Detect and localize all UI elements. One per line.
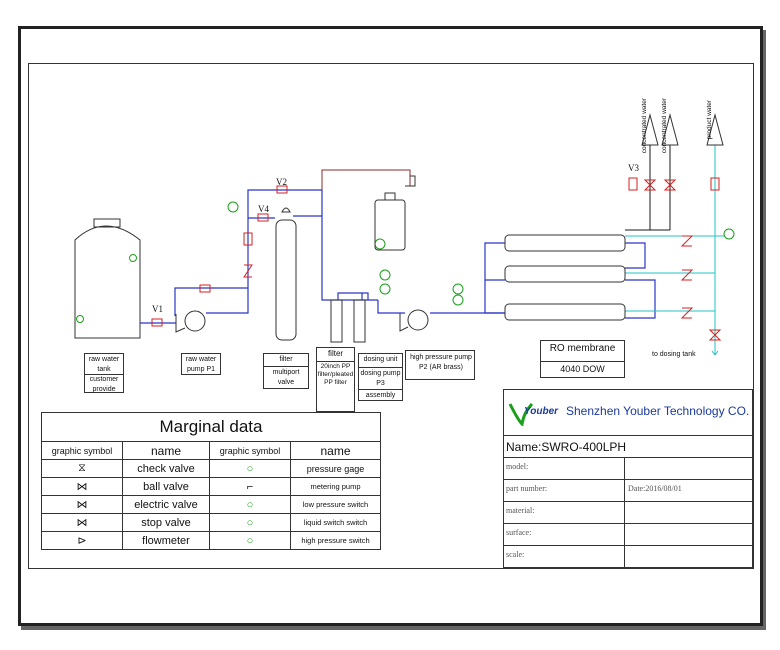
pump-p1-label: raw water pump P1: [185, 356, 217, 373]
ro-model: 4040 DOW: [560, 364, 605, 374]
dosing-assembly: assembly: [365, 392, 396, 399]
to-dosing-label: to dosing tank: [652, 351, 696, 358]
scale-field: scale:: [504, 545, 752, 568]
valve-label-v3: V3: [628, 163, 639, 173]
surface-field: surface:: [504, 523, 752, 545]
pressure-gauges: [227, 201, 735, 306]
md-header-4: name: [290, 441, 381, 460]
outlet-label-1: concentrated water: [641, 98, 648, 154]
to-dosing-arrow: [711, 350, 719, 356]
outlet-label-3: product water: [706, 100, 713, 140]
outlet-arrows: [641, 113, 724, 146]
high-pressure-switch-symbol: ○: [209, 531, 291, 550]
marginal-title: Marginal data: [41, 412, 381, 441]
drawing-name: Name:SWRO-400LPH: [504, 435, 752, 457]
md-row-name: high pressure switch: [290, 531, 381, 550]
filter1-label-box: filter multiport valve: [263, 353, 309, 389]
dosing-tank: [374, 175, 416, 251]
date-field: Date:2016/08/01: [628, 484, 682, 493]
filter1-sub: multiport valve: [272, 369, 300, 386]
valves: [151, 177, 722, 341]
model-field: model:: [504, 457, 752, 479]
md-header-1: graphic symbol: [41, 441, 123, 460]
marginal-data-table: Marginal data graphic symbol name graphi…: [41, 412, 381, 550]
ro-membranes: [504, 234, 626, 321]
filter2-sub: 20inch PP filter/pleated PP filter: [317, 363, 354, 386]
multiport-filter: [275, 207, 297, 341]
md-row-name: low pressure switch: [290, 495, 381, 514]
electric-valve-symbol: ⋈: [41, 495, 123, 514]
feed-pipes: [140, 189, 656, 324]
md-row-name: pressure gage: [290, 459, 381, 478]
md-row-name: ball valve: [122, 477, 210, 496]
concentrate-pipes: [625, 145, 671, 231]
title-block-divider: [624, 457, 625, 568]
filter2-label-box: filter 20inch PP filter/pleated PP filte…: [316, 347, 355, 412]
ro-label-box: RO membrane 4040 DOW: [540, 340, 625, 378]
flowmeter-symbol: ⊳: [41, 531, 123, 550]
title-block: Youber Shenzhen Youber Technology CO. Na…: [503, 389, 753, 568]
md-header-3: graphic symbol: [209, 441, 291, 460]
part-number-field: part number: Date:2016/08/01: [504, 479, 752, 501]
low-pressure-switch-symbol: ○: [209, 495, 291, 514]
md-row-name: electric valve: [122, 495, 210, 514]
dosing-label-box: dosing unit dosing pump P3 assembly: [358, 353, 403, 401]
md-row-name: flowmeter: [122, 531, 210, 550]
part-number-label: part number:: [506, 484, 548, 493]
outlet-label-2: concentrated water: [661, 98, 668, 154]
ro-title: RO membrane: [541, 344, 624, 362]
raw-tank-label-box: raw water tank customer provide: [84, 353, 124, 393]
md-row-name: liquid switch switch: [290, 513, 381, 532]
filter2-title: filter: [317, 349, 354, 362]
filter1-title: filter: [264, 355, 308, 367]
company-logo: [508, 400, 534, 428]
valve-label-v2: V2: [276, 177, 287, 187]
raw-tank-label: raw water tank: [85, 355, 123, 375]
pp-filters: [330, 299, 366, 343]
pump-p1-label-box: raw water pump P1: [181, 353, 221, 375]
md-row-name: check valve: [122, 459, 210, 478]
pump-p2-label: high pressure pump P2 (AR brass): [410, 354, 472, 371]
logo-text: Youber: [524, 406, 559, 417]
raw-water-tank: [74, 218, 141, 339]
md-row-name: stop valve: [122, 513, 210, 532]
valve-label-v1: V1: [152, 304, 163, 314]
raw-tank-sub: customer provide: [89, 376, 119, 393]
pumps: [175, 309, 429, 333]
dosing-title: dosing unit: [359, 355, 402, 368]
dosing-line: [321, 169, 411, 190]
valve-label-v4: V4: [258, 204, 269, 214]
pressure-gage-symbol: ○: [209, 459, 291, 478]
ball-valve-symbol: ⋈: [41, 477, 123, 496]
metering-pump-symbol: ⌐: [209, 477, 291, 496]
pump-p2-label-box: high pressure pump P2 (AR brass): [405, 350, 475, 380]
dosing-pump: dosing pump P3: [359, 369, 402, 390]
md-header-2: name: [122, 441, 210, 460]
liquid-switch-symbol: ○: [209, 513, 291, 532]
md-row-name: metering pump: [290, 477, 381, 496]
stop-valve-symbol: ⋈: [41, 513, 123, 532]
material-field: material:: [504, 501, 752, 523]
company-name: Shenzhen Youber Technology CO.: [566, 404, 750, 418]
product-pipes: [625, 145, 725, 355]
check-valve-symbol: ⧖: [41, 459, 123, 478]
